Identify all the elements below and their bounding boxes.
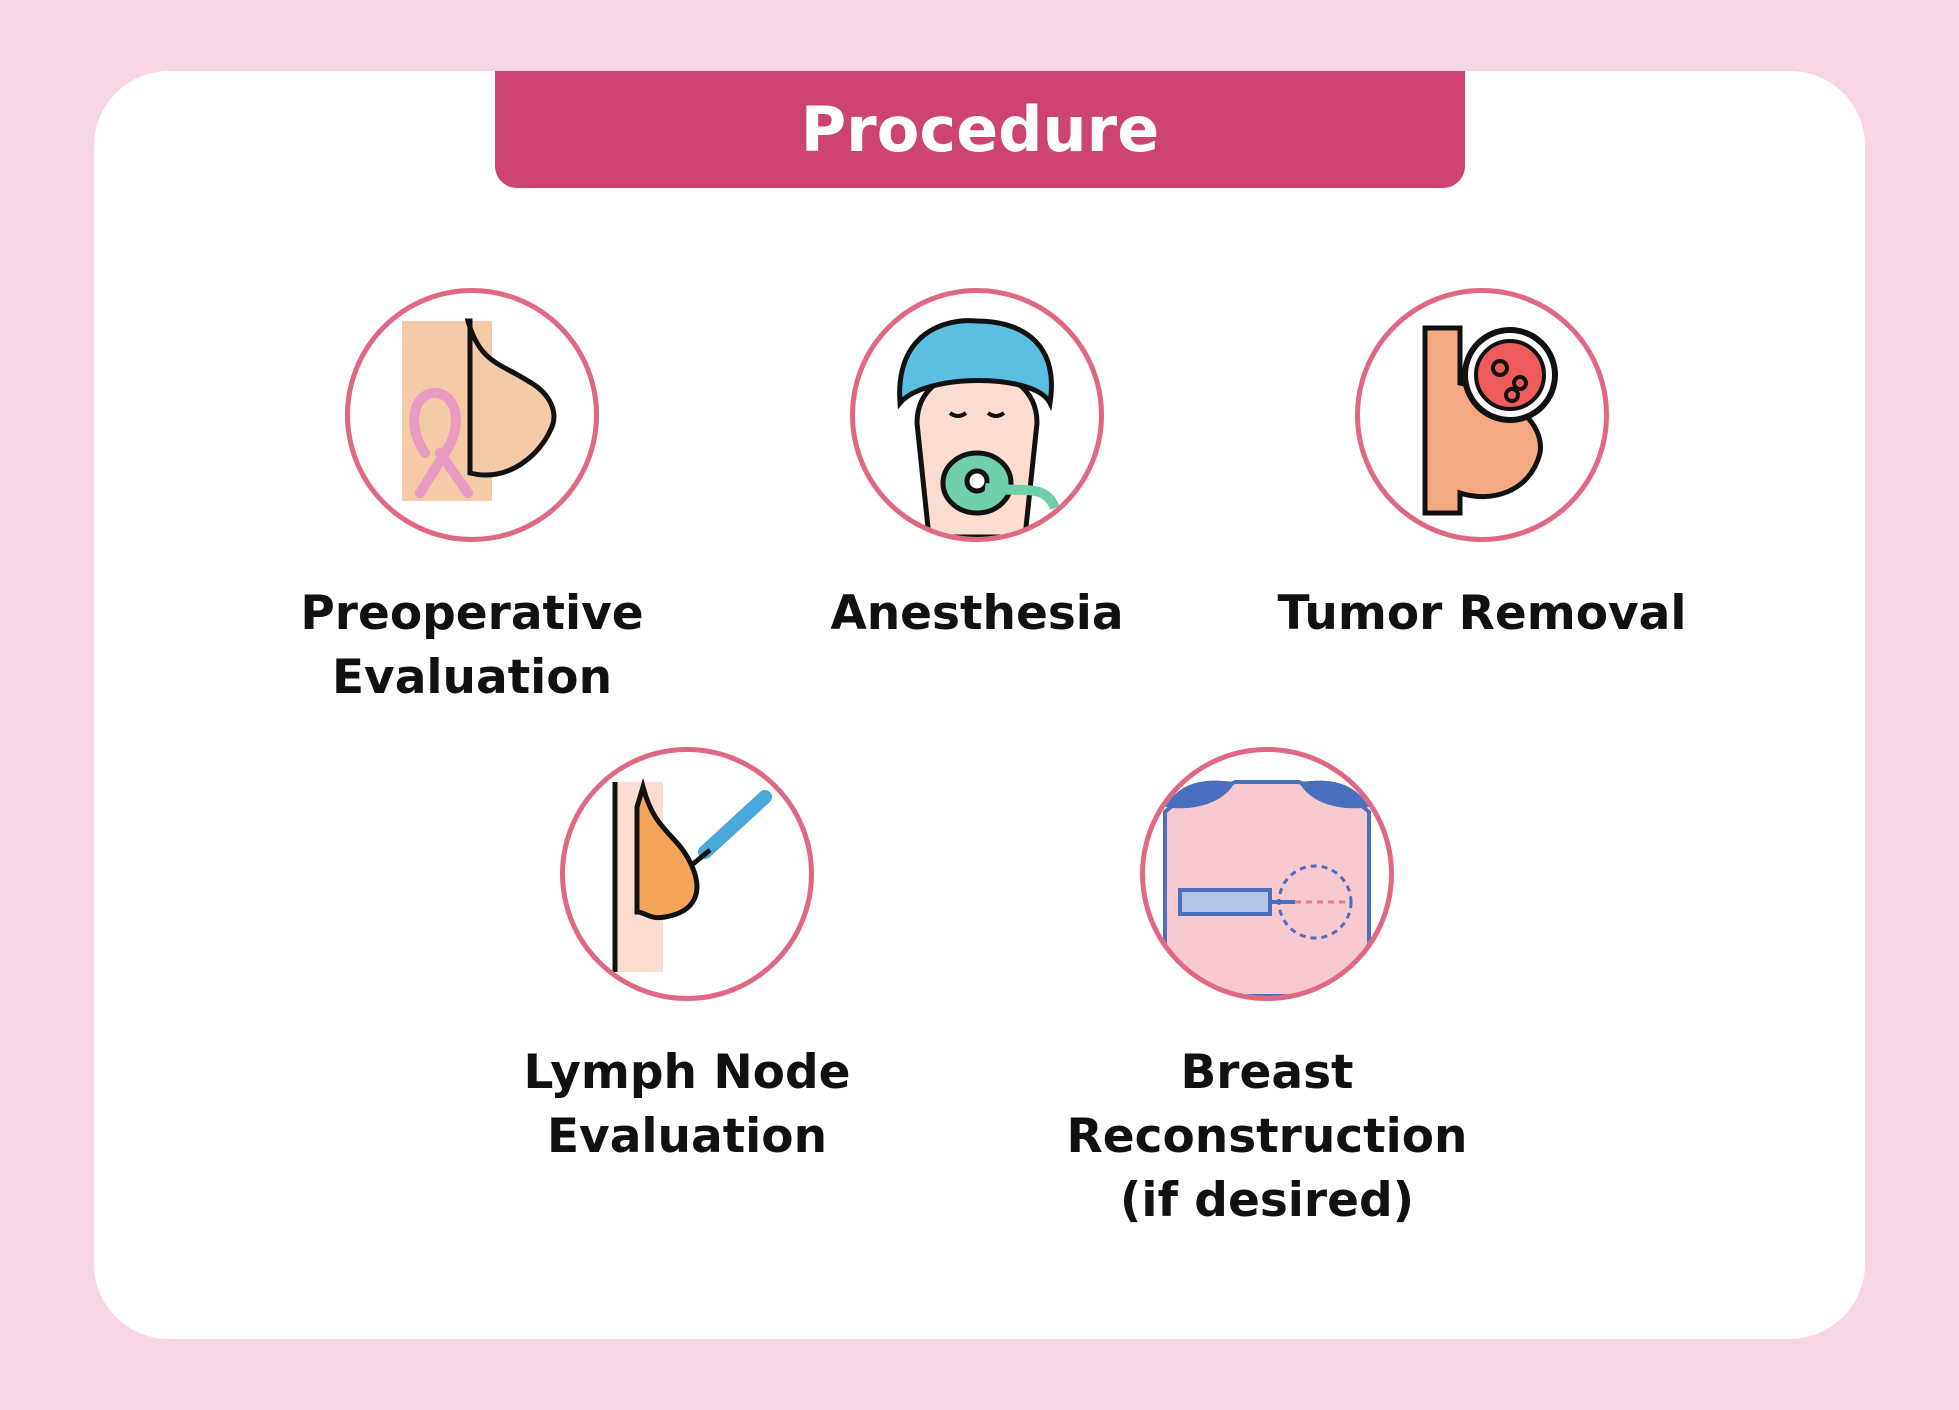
step-label-line: Lymph Node: [523, 1045, 851, 1100]
step-anesthesia: Anesthesia: [767, 288, 1187, 646]
step-label-line: Reconstruction: [1066, 1109, 1468, 1164]
step-label-line: Evaluation: [331, 650, 613, 705]
step-label-line: Evaluation: [546, 1109, 828, 1164]
reconstruction-syringe-icon: [1140, 747, 1394, 1001]
anesthesia-mask-icon: [850, 288, 1104, 542]
step-label-line: Tumor Removal: [1277, 586, 1687, 641]
step-tumor-removal: Tumor Removal: [1272, 288, 1692, 646]
page-title: Procedure: [495, 71, 1465, 188]
tumor-magnifier-icon: [1355, 288, 1609, 542]
procedure-card: [94, 71, 1865, 1339]
step-label-line: (if desired): [1119, 1173, 1415, 1228]
step-label-line: Anesthesia: [830, 586, 1124, 641]
step-label-line: Breast: [1180, 1045, 1354, 1100]
scalpel-breast-icon: [560, 747, 814, 1001]
step-label-line: Preoperative: [300, 586, 644, 641]
breast-ribbon-icon: [345, 288, 599, 542]
